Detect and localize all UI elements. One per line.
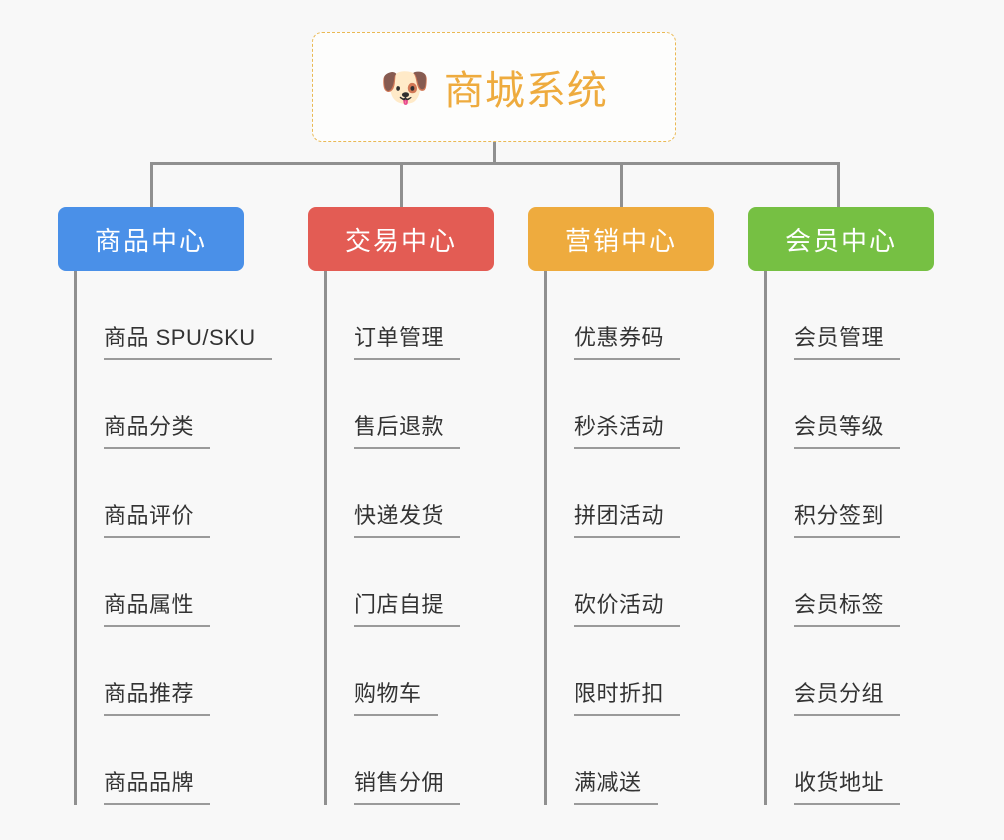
category-label: 会员中心 (784, 225, 897, 256)
column-spine (324, 271, 327, 805)
list-item[interactable]: 商品属性 (58, 538, 244, 627)
list-item[interactable]: 商品评价 (58, 449, 244, 538)
list-item[interactable]: 秒杀活动 (528, 360, 714, 449)
category-header-jiaoyi[interactable]: 交易中心 (308, 207, 494, 271)
list-item[interactable]: 会员等级 (748, 360, 934, 449)
item-label: 会员管理 (794, 325, 885, 350)
list-item[interactable]: 商品 SPU/SKU (58, 271, 272, 360)
category-label: 交易中心 (344, 225, 457, 256)
connector-horizontal-bus (150, 162, 840, 165)
connector-root-trunk (493, 142, 496, 164)
item-label: 购物车 (354, 681, 422, 706)
list-item[interactable]: 商品品牌 (58, 716, 244, 805)
item-label: 商品分类 (104, 414, 195, 439)
list-item[interactable]: 订单管理 (308, 271, 494, 360)
list-item[interactable]: 门店自提 (308, 538, 494, 627)
item-label: 售后退款 (354, 414, 445, 439)
root-node[interactable]: 🐶 商城系统 (312, 32, 676, 142)
column-spine (544, 271, 547, 805)
category-items: 会员管理 会员等级 积分签到 会员标签 会员分组 收货地址 (748, 271, 934, 805)
list-item[interactable]: 快递发货 (308, 449, 494, 538)
item-label: 拼团活动 (574, 503, 665, 528)
category-column-shangpin: 商品中心 商品 SPU/SKU 商品分类 商品评价 商品属性 商品推荐 商品品牌 (58, 207, 272, 805)
category-header-shangpin[interactable]: 商品中心 (58, 207, 244, 271)
column-spine (74, 271, 77, 805)
connector-drop-1 (150, 162, 153, 207)
item-label: 商品推荐 (104, 681, 195, 706)
item-label: 快递发货 (354, 503, 445, 528)
list-item[interactable]: 收货地址 (748, 716, 934, 805)
category-items: 优惠券码 秒杀活动 拼团活动 砍价活动 限时折扣 满减送 (528, 271, 714, 805)
list-item[interactable]: 优惠券码 (528, 271, 714, 360)
category-items: 订单管理 售后退款 快递发货 门店自提 购物车 销售分佣 (308, 271, 494, 805)
item-label: 商品属性 (104, 592, 195, 617)
category-label: 商品中心 (94, 225, 207, 256)
column-spine (764, 271, 767, 805)
item-label: 商品 SPU/SKU (104, 325, 256, 350)
list-item[interactable]: 会员分组 (748, 627, 934, 716)
category-label: 营销中心 (564, 225, 677, 256)
list-item[interactable]: 砍价活动 (528, 538, 714, 627)
list-item[interactable]: 会员标签 (748, 538, 934, 627)
list-item[interactable]: 拼团活动 (528, 449, 714, 538)
category-column-huiyuan: 会员中心 会员管理 会员等级 积分签到 会员标签 会员分组 收货地址 (748, 207, 934, 805)
item-label: 限时折扣 (574, 681, 665, 706)
dog-face-icon: 🐶 (380, 66, 430, 110)
item-label: 积分签到 (794, 503, 885, 528)
list-item[interactable]: 商品分类 (58, 360, 244, 449)
item-label: 收货地址 (794, 770, 885, 795)
item-label: 满减送 (574, 770, 642, 795)
item-label: 商品品牌 (104, 770, 195, 795)
list-item[interactable]: 商品推荐 (58, 627, 244, 716)
item-label: 砍价活动 (574, 592, 665, 617)
list-item[interactable]: 销售分佣 (308, 716, 494, 805)
category-column-yingxiao: 营销中心 优惠券码 秒杀活动 拼团活动 砍价活动 限时折扣 满减送 (528, 207, 714, 805)
list-item[interactable]: 满减送 (528, 716, 714, 805)
item-label: 销售分佣 (354, 770, 445, 795)
item-label: 优惠券码 (574, 325, 665, 350)
list-item[interactable]: 购物车 (308, 627, 494, 716)
connector-drop-2 (400, 162, 403, 207)
item-label: 会员标签 (794, 592, 885, 617)
item-label: 会员分组 (794, 681, 885, 706)
list-item[interactable]: 售后退款 (308, 360, 494, 449)
list-item[interactable]: 会员管理 (748, 271, 934, 360)
list-item[interactable]: 积分签到 (748, 449, 934, 538)
item-label: 商品评价 (104, 503, 195, 528)
item-label: 门店自提 (354, 592, 445, 617)
item-label: 会员等级 (794, 414, 885, 439)
category-items: 商品 SPU/SKU 商品分类 商品评价 商品属性 商品推荐 商品品牌 (58, 271, 272, 805)
category-column-jiaoyi: 交易中心 订单管理 售后退款 快递发货 门店自提 购物车 销售分佣 (308, 207, 494, 805)
item-label: 订单管理 (354, 325, 445, 350)
category-header-huiyuan[interactable]: 会员中心 (748, 207, 934, 271)
connector-drop-4 (837, 162, 840, 207)
item-label: 秒杀活动 (574, 414, 665, 439)
category-header-yingxiao[interactable]: 营销中心 (528, 207, 714, 271)
connector-drop-3 (620, 162, 623, 207)
list-item[interactable]: 限时折扣 (528, 627, 714, 716)
root-title: 商城系统 (443, 69, 608, 113)
